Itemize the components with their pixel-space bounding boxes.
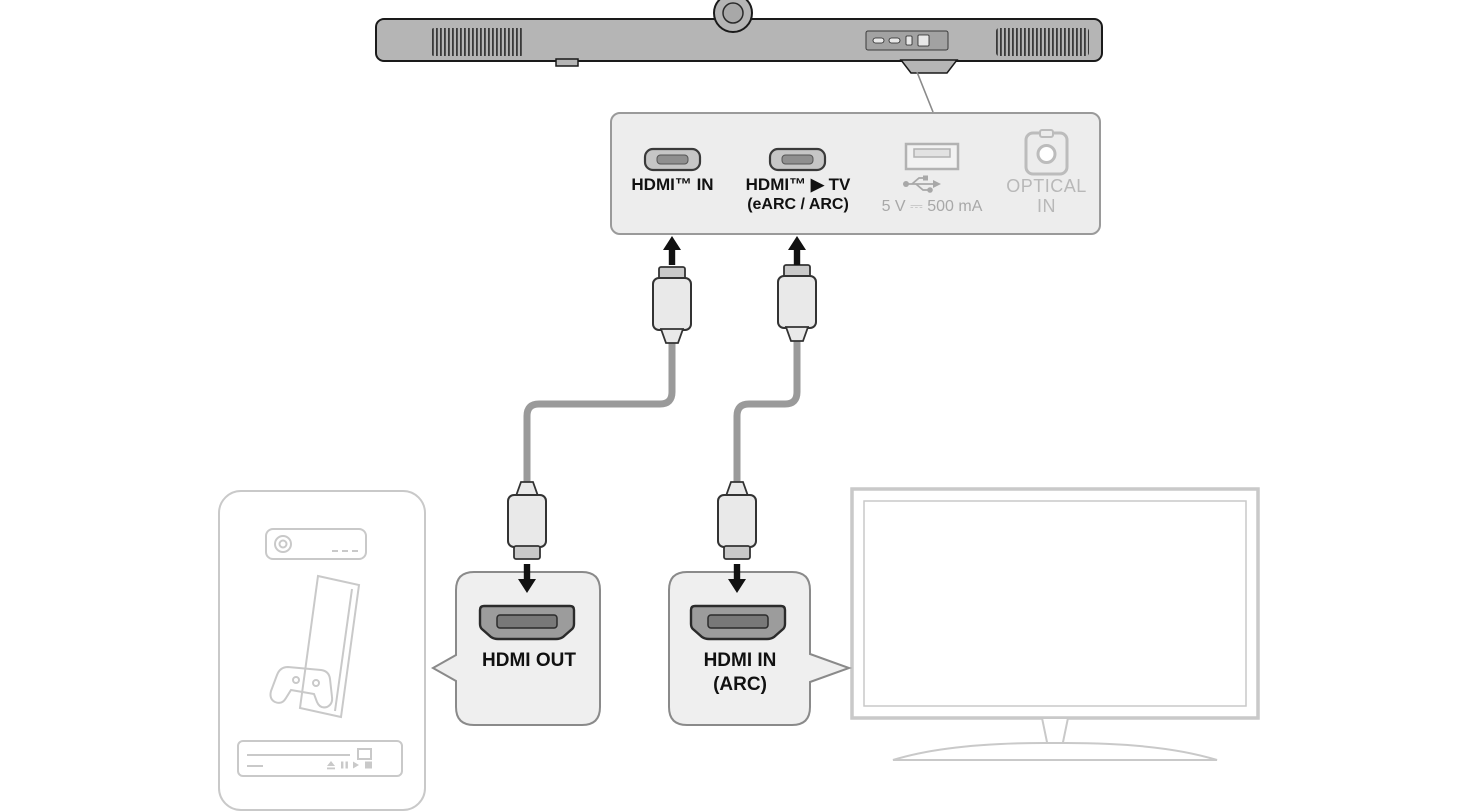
optical-port-icon [1024, 129, 1069, 176]
soundbar-knob-inner [722, 2, 744, 24]
soundbar [375, 0, 1103, 74]
player-buttons-icon [327, 761, 372, 770]
speaker-grille-left-icon [431, 28, 524, 56]
tv [850, 487, 1260, 761]
zoom-pointer-line [916, 71, 934, 113]
tv-stand-base [892, 742, 1218, 761]
hdmi-cable-right [733, 334, 801, 486]
hdmi-tv-port-icon [768, 147, 827, 172]
tv-frame [850, 487, 1260, 720]
hdmi-plug-up-left-icon [652, 266, 692, 344]
arrow-into-hdmi-tv-icon [788, 236, 806, 265]
hdmi-in-port-icon [643, 147, 702, 172]
hdmi-port-icon-source [478, 604, 576, 641]
hdmi-in-callout-box [668, 571, 852, 726]
hdmi-plug-up-right-icon [777, 264, 817, 342]
hdmi-out-callout-box [430, 571, 601, 726]
soundbar-ports-recess [865, 30, 949, 51]
hdmi-plug-down-right-icon [717, 481, 757, 560]
gamepad-icon [269, 665, 334, 709]
disc-player-icon [237, 740, 403, 777]
hdmi-cable-left [523, 336, 676, 486]
game-console-icon [298, 574, 361, 719]
soundbar-port-tab [899, 59, 959, 74]
source-devices-box [218, 490, 426, 811]
hdmi-plug-down-left-icon [507, 481, 547, 560]
usb-port-icon [904, 142, 960, 171]
rear-panel-zoom [610, 112, 1101, 235]
usb-symbol-icon [903, 175, 941, 193]
soundbar-foot [555, 58, 579, 67]
arrow-into-hdmi-in-icon [663, 236, 681, 265]
tv-screen [863, 500, 1247, 707]
settop-box-icon [265, 528, 367, 560]
speaker-grille-right-icon [996, 28, 1089, 56]
hdmi-port-icon-tv [689, 604, 787, 641]
